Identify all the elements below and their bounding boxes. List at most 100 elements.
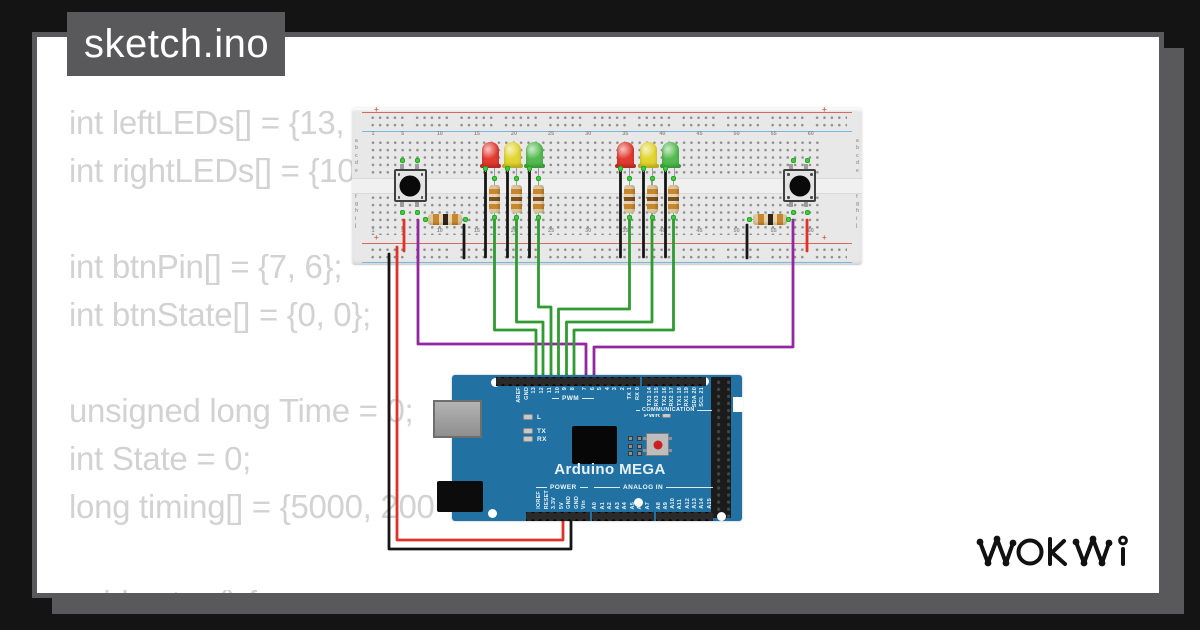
pushbutton[interactable] [393, 169, 427, 202]
resistor-lead [672, 180, 675, 186]
pin-label: RX 0 [634, 387, 641, 401]
button-corner-pin [810, 173, 813, 176]
connection-dot [663, 165, 668, 171]
led-red [616, 142, 634, 168]
resistor-vertical [489, 185, 500, 213]
pin-label: RX3 15 [654, 387, 660, 407]
column-number: 25 [548, 131, 555, 137]
pin-label: A13 [692, 498, 698, 509]
pin-label: A11 [677, 498, 684, 509]
column-number: 20 [510, 228, 518, 234]
icsp-pin [628, 436, 633, 441]
pushbutton-cap[interactable] [789, 175, 810, 196]
button-corner-pin [397, 196, 400, 199]
column-number: 45 [696, 131, 703, 137]
column-number: 15 [473, 228, 480, 234]
connection-dot [627, 214, 632, 220]
connection-dot [536, 175, 541, 181]
resistor-vertical [668, 185, 679, 213]
code-line: unsigned long Time = 0; [69, 392, 414, 429]
led-l-indicator [523, 414, 533, 420]
led-l-label: L [537, 414, 542, 421]
bottom-negative-rail-line [362, 261, 852, 263]
pin-label: 5 [597, 387, 603, 391]
led-red [481, 142, 499, 168]
connection-dot [514, 175, 519, 181]
button-leg [414, 164, 419, 171]
connection-dot [399, 157, 405, 163]
pin-label: TX2 16 [661, 387, 668, 406]
resistor-lead [515, 180, 518, 186]
led-green [525, 142, 543, 168]
pin-label: GND [523, 387, 530, 400]
pin-label: A15 [706, 498, 713, 509]
bottom-header-analog2 [656, 512, 713, 521]
icsp-pin [637, 436, 642, 441]
pushbutton[interactable] [783, 169, 816, 202]
purple-wire [592, 218, 795, 379]
components-layer [37, 37, 1159, 593]
pin-label: 4 [604, 387, 611, 391]
code-line: int leftLEDs[] = {13, [69, 104, 345, 141]
pushbutton-cap[interactable] [399, 175, 421, 196]
button-leg [804, 200, 808, 207]
usb-connector [433, 400, 482, 438]
pin-label: A4 [622, 501, 628, 509]
row-letter: f [355, 193, 357, 200]
resistor-lead [493, 180, 496, 186]
mounting-hole [490, 377, 500, 387]
mounting-hole [716, 511, 726, 521]
file-tab-sketch-ino: sketch.ino [67, 12, 285, 76]
reset-button-cap[interactable] [653, 440, 662, 449]
pin-label: A14 [699, 498, 706, 509]
pin-label: 9 [562, 387, 569, 391]
pin-label: SDA 20 [691, 387, 698, 408]
column-number: 30 [585, 228, 592, 234]
pin-label: A2 [607, 501, 613, 509]
logo-letter-w2 [1074, 537, 1111, 565]
resistor-horizontal [428, 214, 462, 225]
resistor-vertical [533, 185, 544, 213]
connection-dot [618, 165, 623, 171]
code-line: void setup() { [69, 584, 258, 593]
pin-label: TX1 18 [676, 387, 683, 406]
button-leg [399, 200, 404, 207]
column-number: 60 [807, 228, 814, 234]
row-letter: c [856, 152, 859, 159]
column-number: 20 [510, 131, 518, 137]
column-number: 55 [770, 131, 777, 137]
pin-label: 10 [554, 387, 561, 394]
row-letter: g [355, 200, 359, 207]
resistor-lead [537, 180, 540, 186]
column-number: 25 [548, 228, 555, 234]
button-corner-pin [787, 173, 790, 176]
red-wire [395, 245, 565, 542]
pwr-label: PWR [644, 412, 661, 419]
resistor-horizontal [753, 214, 787, 225]
pin-label: 8 [569, 387, 576, 391]
top-positive-rail-line [362, 112, 852, 113]
board-title: Arduino MEGA [554, 461, 666, 478]
purple-wire [416, 218, 588, 379]
connection-dot [527, 165, 532, 171]
row-letter: h [355, 208, 359, 215]
pin-label: 3 [612, 387, 618, 391]
pin-label: 6 [589, 387, 596, 391]
connection-dot [414, 209, 420, 215]
code-line: int State = 0; [69, 440, 252, 477]
resistor-lead [628, 180, 631, 186]
led-tx-label: TX [537, 428, 547, 435]
center-channel [352, 178, 862, 194]
bottom-header-power [526, 512, 590, 521]
reset-button[interactable] [643, 433, 672, 456]
rows-a-e-holes [368, 138, 820, 180]
connection-dot [790, 209, 796, 215]
connection-dot [804, 209, 810, 215]
row-letter: b [856, 145, 860, 152]
row-letter: f [856, 193, 858, 200]
connection-dot [514, 214, 519, 220]
led-yellow [503, 142, 521, 168]
pin-label: 13 [531, 387, 538, 394]
connection-dot [422, 216, 428, 222]
